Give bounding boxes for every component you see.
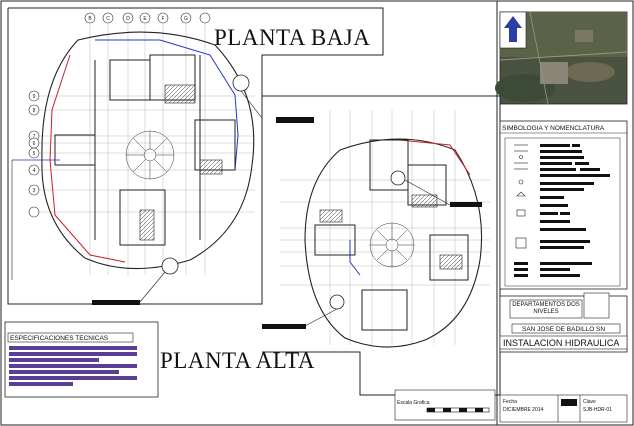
hot-water-line: [49, 54, 126, 263]
grid-label: B: [88, 16, 92, 22]
grid-label: G: [184, 16, 188, 22]
cold-water-line: [95, 39, 239, 171]
upper-floor-plan: [262, 95, 501, 396]
project-name: DEPARTAMENTOS DOS NIVELES: [512, 302, 580, 315]
upper-floor-title: PLANTA ALTA: [160, 348, 315, 373]
specs-header: ESPECIFICACIONES TECNICAS: [10, 335, 109, 342]
grid-label: 4: [33, 168, 36, 174]
grid-bubbles-top: B C D E F G: [84, 12, 211, 24]
sheet-title: INSTALACION HIDRAULICA: [503, 338, 619, 348]
grid-label: 7: [33, 134, 36, 140]
title-block: DEPARTAMENTOS DOS NIVELES SAN JOSE DE BA…: [499, 292, 628, 353]
grid-label: D: [126, 16, 130, 22]
spiral-staircase: [125, 130, 175, 180]
technical-specs-box: ESPECIFICACIONES TECNICAS: [4, 321, 159, 398]
grid-label: E: [143, 16, 147, 22]
grid-label: 9: [33, 94, 36, 100]
grid-label: C: [106, 16, 110, 22]
grid-label: 8: [33, 108, 36, 114]
legend-panel: SIMBOLOGIA Y NOMENCLATURA: [499, 120, 628, 290]
project-location: SAN JOSE DE BADILLO SN: [522, 326, 605, 333]
north-arrow-icon: [504, 16, 522, 42]
date-value: DICIEMBRE 2014: [503, 407, 544, 413]
key-label: Clave: [583, 399, 596, 405]
key-value: SJB-HDR-01: [583, 407, 612, 413]
date-key-block: Fecha DICIEMBRE 2014 Clave SJB-HDR-01: [499, 394, 628, 423]
spiral-staircase-upper: [369, 222, 415, 268]
legend-header: SIMBOLOGIA Y NOMENCLATURA: [502, 125, 605, 132]
location-map: [495, 11, 628, 105]
ground-floor-title: PLANTA BAJA: [214, 25, 370, 50]
upper-floor-outline: [304, 138, 483, 348]
scale-label: Escala Grafica: [397, 400, 430, 406]
graphic-scale: Escala Grafica: [394, 389, 496, 421]
ground-floor-plan: B C D E F G 9 8 7 6 5 4 3: [7, 7, 384, 305]
grid-label: 5: [33, 151, 36, 157]
date-label: Fecha: [503, 399, 517, 405]
grid-label: 6: [33, 141, 36, 147]
grid-label: 3: [33, 188, 36, 194]
grid-bubbles-left: 9 8 7 6 5 4 3: [28, 90, 40, 218]
grid-label: F: [161, 16, 164, 22]
